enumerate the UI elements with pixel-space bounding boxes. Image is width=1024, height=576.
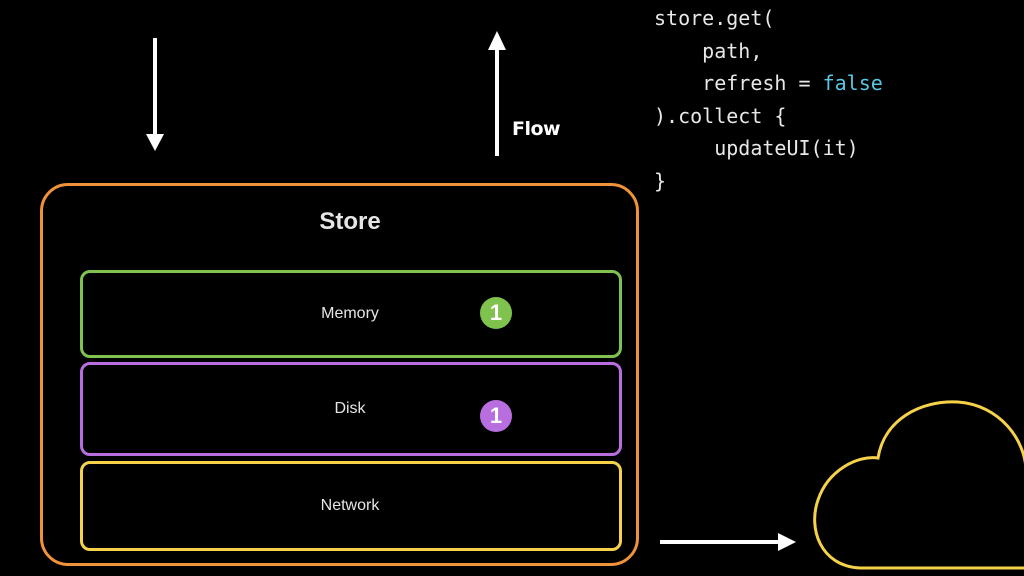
- arrow-down-icon: [146, 38, 164, 151]
- code-line-4: ).collect {: [654, 103, 787, 128]
- code-snippet: store.get( path, refresh = false ).colle…: [654, 2, 883, 197]
- code-line-1: store.get(: [654, 6, 775, 30]
- disk-layer: [80, 362, 622, 456]
- flow-label: Flow: [512, 118, 561, 140]
- memory-badge: 1: [480, 297, 512, 329]
- disk-label: Disk: [334, 400, 366, 417]
- cloud-icon: [813, 400, 1024, 570]
- store-title: Store: [319, 208, 381, 235]
- arrow-up-icon: [488, 31, 506, 156]
- network-layer: [80, 461, 622, 551]
- code-line-2: path,: [654, 38, 763, 63]
- network-label: Network: [320, 497, 380, 514]
- disk-badge: 1: [480, 400, 512, 432]
- code-line-5: updateUI(it): [654, 136, 859, 160]
- code-line-6: }: [654, 168, 667, 193]
- memory-label: Memory: [321, 305, 379, 322]
- memory-layer: [80, 270, 622, 358]
- code-line-3: refresh = false: [654, 71, 883, 95]
- code-keyword: false: [822, 71, 883, 95]
- store-container: [40, 183, 639, 566]
- arrow-right-icon: [660, 533, 796, 551]
